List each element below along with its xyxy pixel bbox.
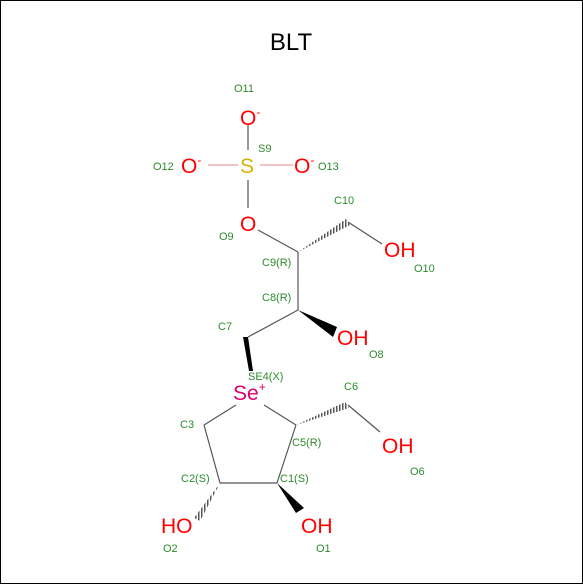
bond-se-c3 <box>203 404 237 426</box>
atom-ho2: HO <box>161 515 193 538</box>
label-c9: C9(R) <box>262 257 291 269</box>
solid-wedge-c7-se <box>243 337 253 371</box>
atom-labels: O11 O12 S9 O13 O9 C10 C9(R) O10 C8(R) C7… <box>153 83 435 555</box>
label-c2: C2(S) <box>181 473 210 485</box>
bond-c1-c5 <box>276 424 297 484</box>
bond-c3-c2 <box>203 424 221 484</box>
bond-c6-o6 <box>347 404 381 433</box>
atom-o11: O- <box>240 105 260 130</box>
atom-o12: O- <box>181 153 201 178</box>
label-o6: O6 <box>410 466 425 478</box>
label-c3: C3 <box>180 419 194 431</box>
atom-oh6: OH <box>382 435 414 458</box>
atom-s9: S <box>240 155 254 178</box>
hashed-wedge-c9-c10 <box>298 219 350 252</box>
label-o13: O13 <box>318 161 339 173</box>
atom-oh1: OH <box>301 515 333 538</box>
atom-oh10: OH <box>384 239 416 262</box>
label-c10: C10 <box>334 195 354 207</box>
atoms: O- O- S O- O OH OH Se+ OH HO OH <box>161 105 416 538</box>
label-se4: SE4(X) <box>248 371 283 383</box>
hashed-wedge-c5-c6 <box>296 402 349 425</box>
solid-wedge-c1-o1 <box>277 483 304 513</box>
label-o9: O9 <box>219 231 234 243</box>
label-c7: C7 <box>218 321 232 333</box>
label-o10: O10 <box>414 263 435 275</box>
label-o2: O2 <box>163 543 178 555</box>
bond-c10-o10 <box>347 221 383 245</box>
label-c6: C6 <box>344 381 358 393</box>
solid-wedge-c8-o8 <box>298 310 337 337</box>
label-s9: S9 <box>258 143 271 155</box>
bond-c8-c7 <box>247 309 299 338</box>
bonds <box>203 125 383 484</box>
bond-c5-se <box>263 404 297 426</box>
atom-o9: O <box>240 213 256 236</box>
bond-o9-c9 <box>257 229 299 253</box>
diagram-title: BLT <box>270 29 313 56</box>
label-o11: O11 <box>234 83 254 95</box>
hashed-wedge-c2-o2 <box>194 483 220 521</box>
atom-se4: Se+ <box>233 380 266 405</box>
label-o8: O8 <box>369 349 384 361</box>
label-o1: O1 <box>316 543 331 555</box>
label-o12: O12 <box>153 161 174 173</box>
label-c1: C1(S) <box>280 473 309 485</box>
atom-o13: O- <box>294 153 314 178</box>
label-c5: C5(R) <box>292 437 321 449</box>
atom-oh8: OH <box>337 327 369 350</box>
label-c8: C8(R) <box>262 292 291 304</box>
